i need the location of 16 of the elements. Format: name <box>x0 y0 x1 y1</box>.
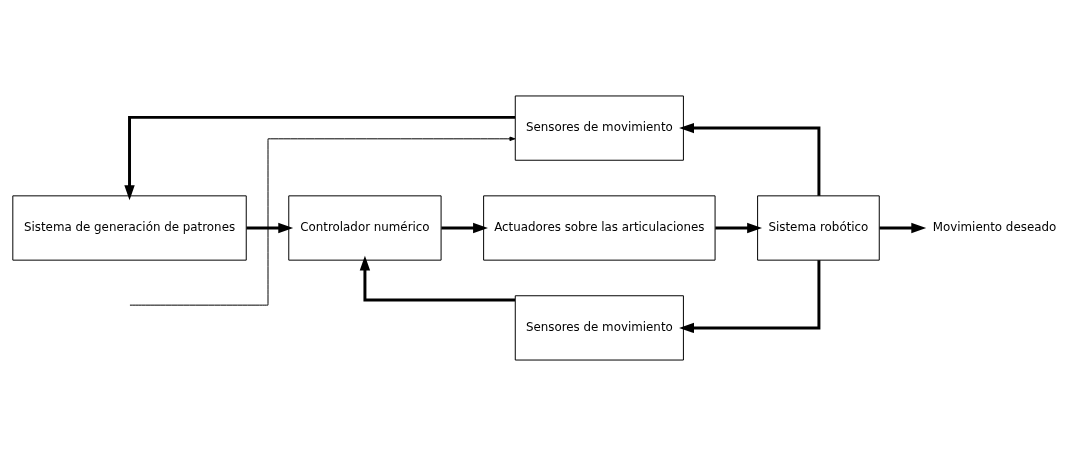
arrow <box>359 255 516 301</box>
node-box: Controlador numérico <box>288 194 442 261</box>
arrow <box>246 222 294 233</box>
node-box: Actuadores sobre las articulaciones <box>483 194 716 261</box>
node-box: Sensores de movimiento <box>514 94 684 161</box>
node-box: Sistema de generación de patrones <box>12 194 247 261</box>
arrow <box>441 222 488 233</box>
arrow <box>715 222 762 233</box>
arrow <box>679 259 821 333</box>
arrow <box>879 222 927 233</box>
arrow <box>124 115 516 200</box>
node-text: Movimiento deseado <box>932 219 1057 234</box>
arrow <box>129 136 516 306</box>
arrow <box>679 122 821 196</box>
node-box: Sistema robótico <box>757 194 880 261</box>
node-box: Sensores de movimiento <box>514 294 684 361</box>
